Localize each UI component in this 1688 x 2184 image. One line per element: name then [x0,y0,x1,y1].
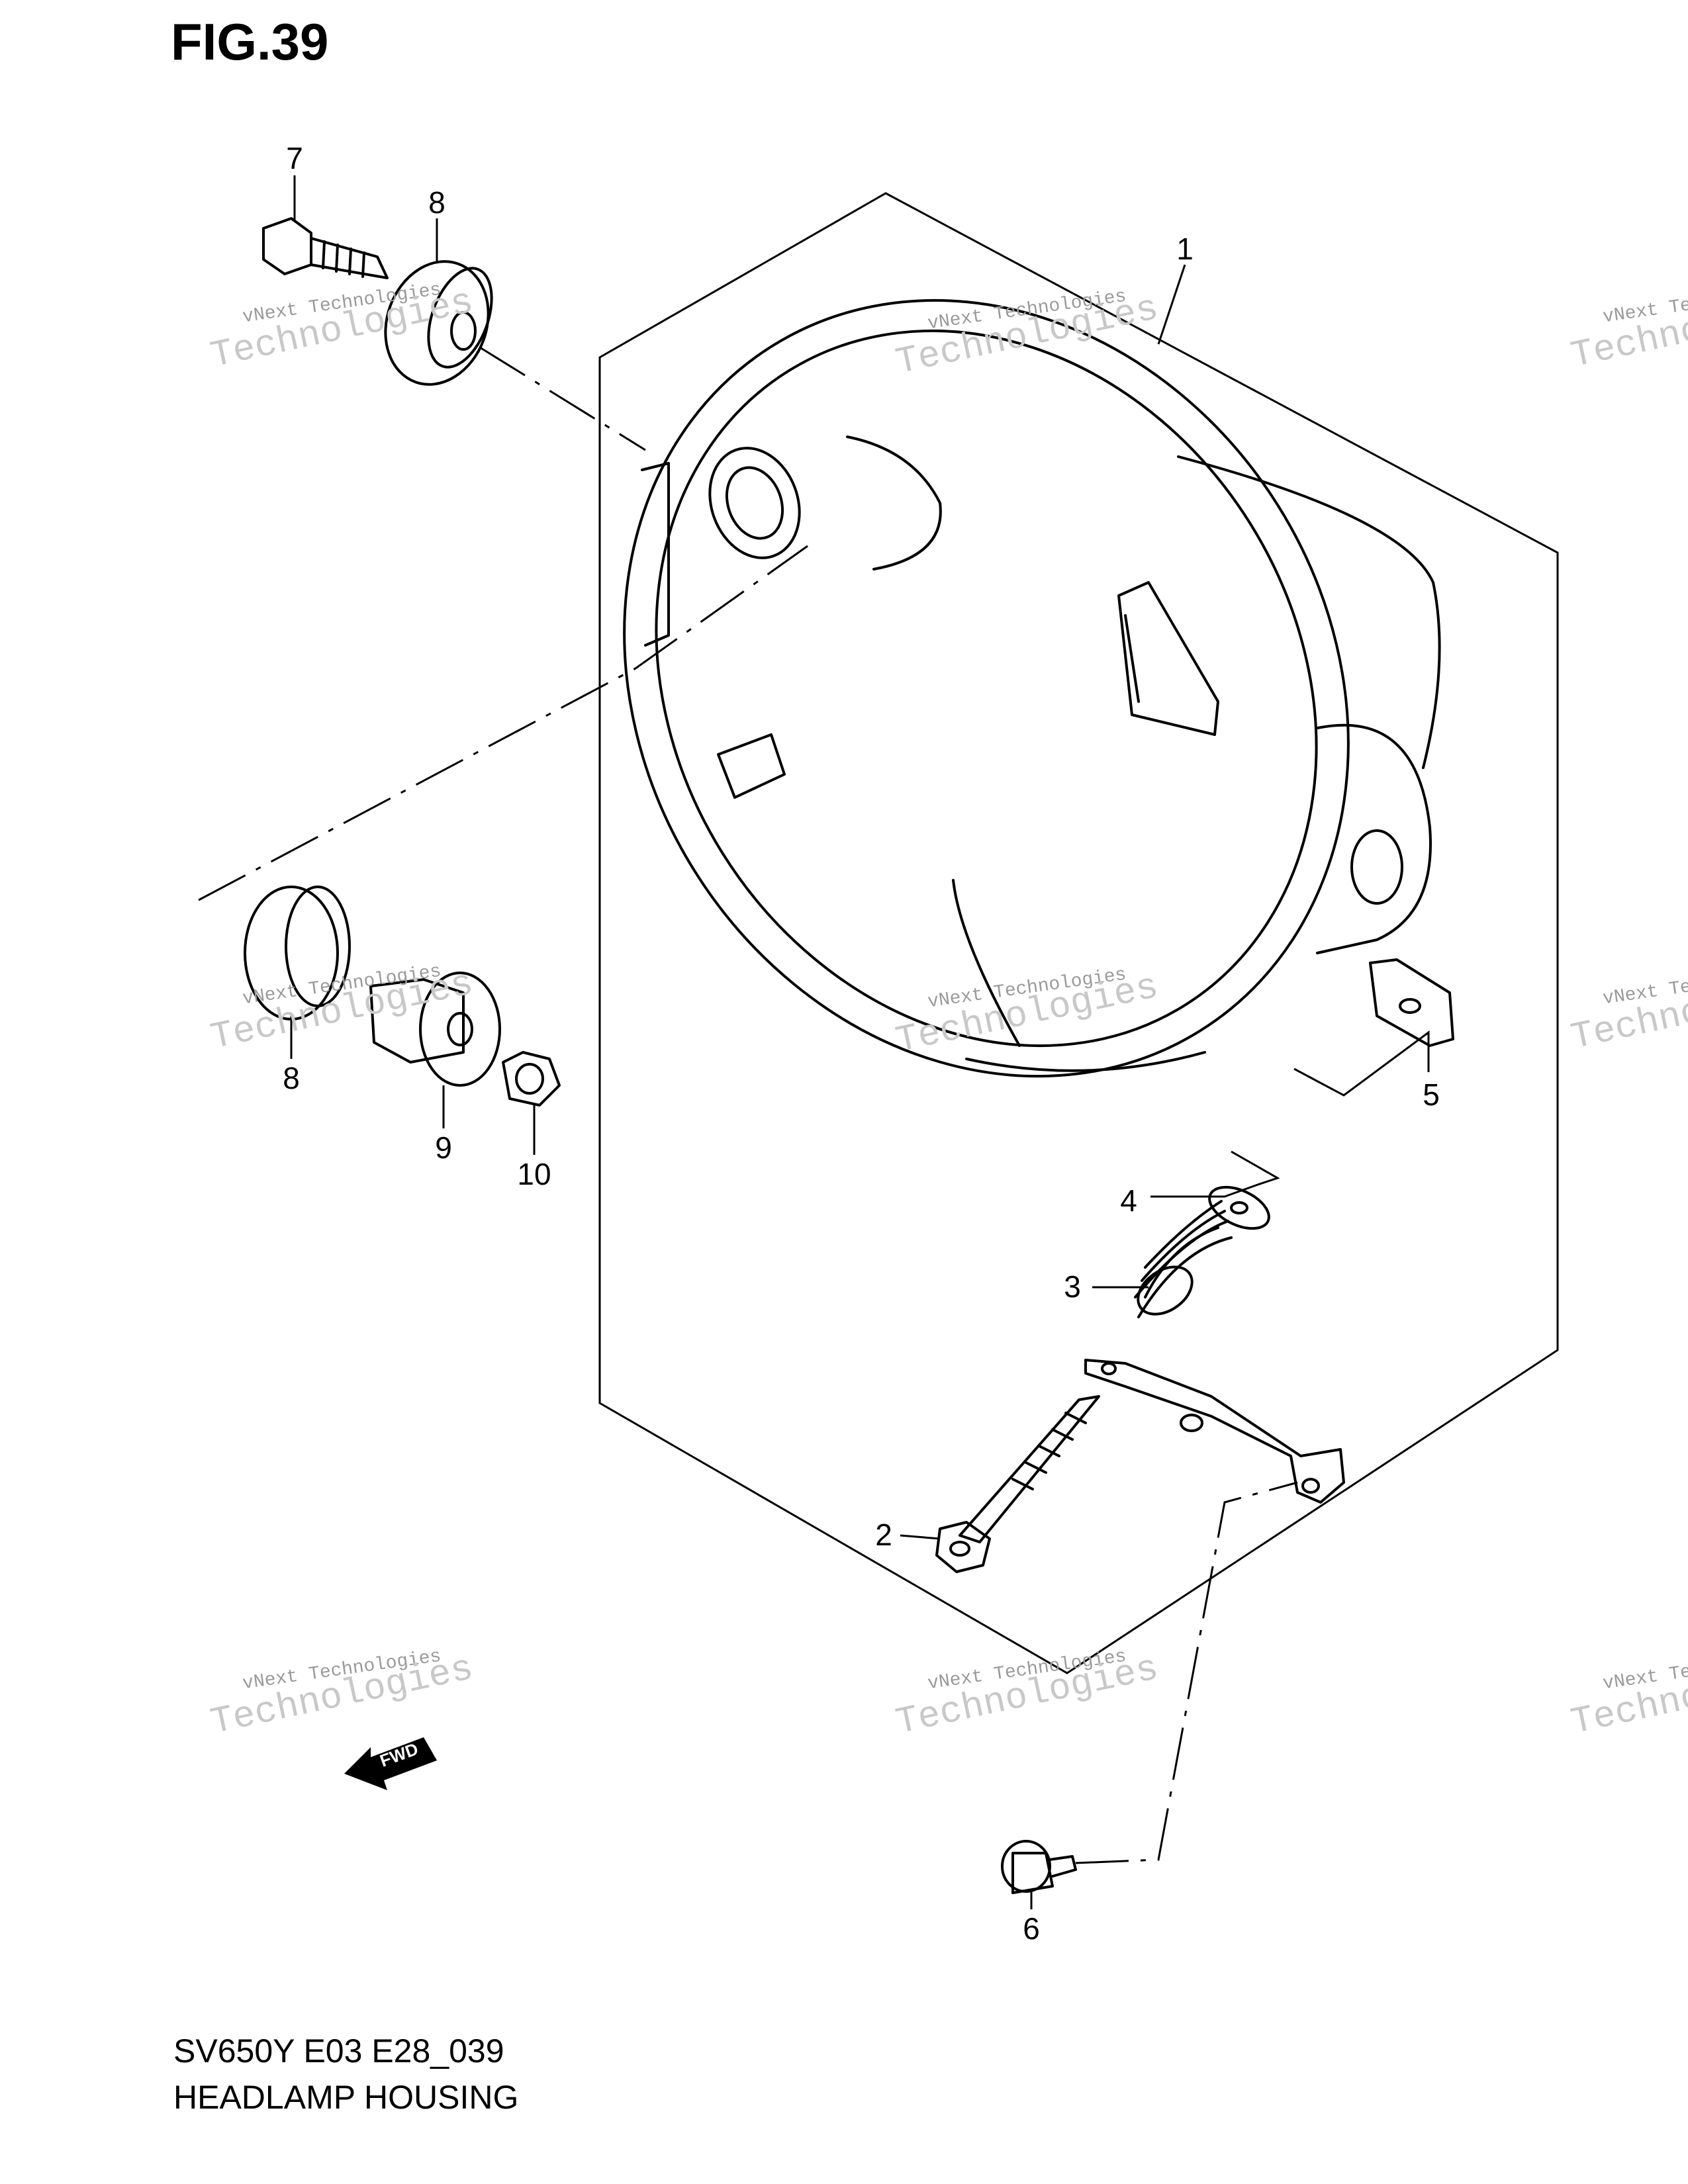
callout-3: 3 [1064,1269,1081,1304]
grommet-8-top [384,260,493,386]
headlamp-housing-shell [623,298,1441,1078]
callout-7: 7 [286,141,303,175]
adjuster-bracket [1084,1359,1345,1504]
washer-4 [1208,1185,1270,1230]
fwd-arrow-icon: FWD [344,1737,437,1790]
leader-4 [1150,1150,1280,1198]
callout-6: 6 [1023,1911,1040,1946]
leader-5 [1293,1030,1430,1097]
leader-2 [900,1534,941,1540]
grommet-8-left [244,886,351,1021]
callout-8-left: 8 [283,1061,300,1095]
clip-5 [1369,958,1454,1047]
assembly-line-6 [1075,1481,1298,1864]
callout-9: 9 [435,1130,452,1165]
bolt-7 [262,217,389,279]
callout-1: 1 [1176,232,1194,266]
assembly-outline [598,192,1559,1674]
callout-10: 10 [517,1157,551,1191]
callout-2: 2 [875,1518,892,1552]
callout-4: 4 [1120,1183,1137,1218]
callout-8-top: 8 [428,185,445,220]
assembly-line-left [198,545,808,901]
diagram-name: HEADLAMP HOUSING [173,2079,519,2116]
screw-2 [935,1395,1100,1573]
bolt-6 [1001,1840,1077,1894]
spring-3 [1134,1200,1233,1318]
model-code: SV650Y E03 E28_039 [173,2032,504,2070]
nut-10 [502,1051,561,1107]
leader-1 [1157,264,1186,345]
figure-title: FIG.39 [171,13,329,71]
callout-5: 5 [1423,1077,1440,1112]
assembly-line-top [479,346,646,451]
collar-9 [369,972,501,1087]
